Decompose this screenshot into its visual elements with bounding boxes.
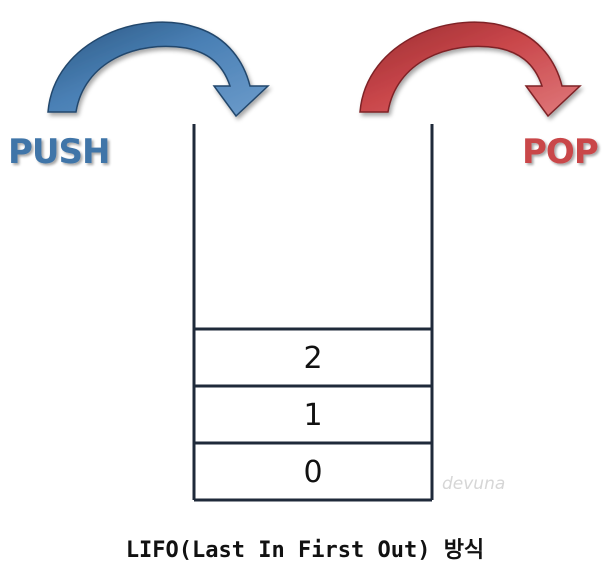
stack-container (192, 124, 434, 502)
stack-slot-bottom: 0 (303, 455, 322, 490)
push-arrow-icon (47, 21, 270, 118)
stack-slot-top: 2 (303, 341, 322, 376)
push-label: PUSH (8, 132, 109, 172)
stack-slot-middle: 1 (303, 398, 322, 433)
watermark: devuna (442, 474, 505, 494)
pop-arrow-icon (359, 21, 582, 118)
diagram-caption: LIFO(Last In First Out) 방식 (125, 538, 485, 563)
pop-label: POP (522, 132, 598, 172)
